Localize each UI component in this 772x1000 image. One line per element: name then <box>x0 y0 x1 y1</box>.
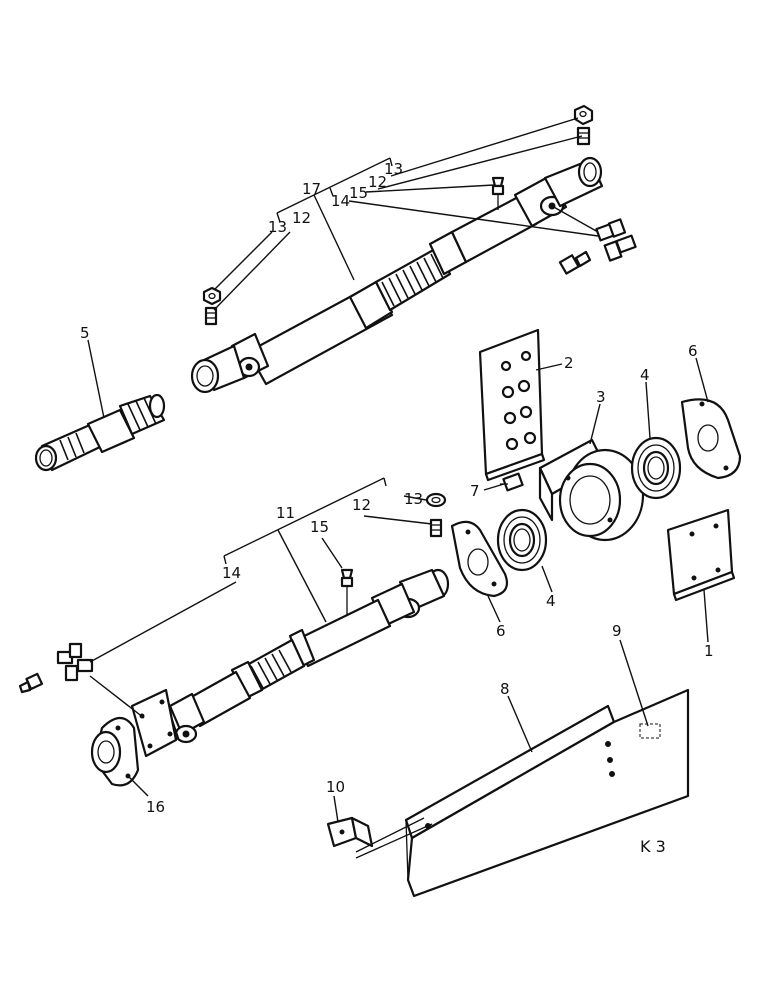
leader-lines <box>87 117 709 823</box>
callout-13-left: 13 <box>268 218 287 236</box>
companion-flange-16 <box>90 716 140 787</box>
callout-12-upper: 12 <box>368 173 387 191</box>
shaft-guard-8 <box>404 688 690 898</box>
mounting-plate-1 <box>666 508 736 602</box>
bearing-plate-2 <box>478 328 546 482</box>
lower-grease-nipple-15 <box>340 568 354 616</box>
callout-5: 5 <box>80 324 90 342</box>
callout-4-lower: 4 <box>546 592 556 610</box>
callout-13-lower: 13 <box>404 490 423 508</box>
callout-labels: 17 13 12 15 14 13 12 5 2 3 4 6 7 13 12 1… <box>80 160 714 856</box>
callout-3: 3 <box>596 388 606 406</box>
ball-bearing-4-upper <box>630 436 682 500</box>
left-nut-13 <box>202 286 222 306</box>
callout-7: 7 <box>470 482 480 500</box>
retaining-flange-6-upper <box>680 398 742 480</box>
callout-11: 11 <box>276 504 295 522</box>
callout-6-lower: 6 <box>496 622 506 640</box>
upper-universal-cross-14 <box>595 218 637 262</box>
retaining-flange-6-lower <box>450 520 509 598</box>
callout-15-upper: 15 <box>349 184 368 202</box>
splined-stub-shaft-5 <box>34 393 166 472</box>
upper-drive-shaft <box>190 104 637 394</box>
lower-nut-13 <box>425 492 447 508</box>
callout-15-lower: 15 <box>310 518 329 536</box>
upper-grease-nipple <box>491 176 505 210</box>
guard-bracket-10 <box>326 816 433 859</box>
callout-14-upper: 14 <box>331 192 350 210</box>
callout-14-lower: 14 <box>222 564 241 582</box>
callout-17: 17 <box>302 180 321 198</box>
upper-loose-nipple-15 <box>558 250 592 275</box>
upper-nut-13 <box>573 104 594 126</box>
upper-shaft-splines <box>381 253 444 307</box>
lower-universal-cross-14 <box>56 642 94 682</box>
upper-bolt-12 <box>576 126 591 146</box>
callout-4-upper: 4 <box>640 366 650 384</box>
callout-13-upper: 13 <box>384 160 403 178</box>
lower-bolt-12 <box>429 518 443 538</box>
callout-16: 16 <box>146 798 165 816</box>
callout-12-lower: 12 <box>352 496 371 514</box>
housing-grease-nipple-7 <box>500 472 524 492</box>
callout-9: 9 <box>612 622 622 640</box>
callout-6-upper: 6 <box>688 342 698 360</box>
guard-decal-9 <box>639 723 661 739</box>
callout-10: 10 <box>326 778 345 796</box>
callout-2: 2 <box>564 354 574 372</box>
left-bolt-12 <box>204 306 218 326</box>
lower-drive-shaft <box>18 492 450 758</box>
lower-loose-nipple <box>18 672 44 694</box>
callout-8: 8 <box>500 680 510 698</box>
upper-shaft-splined-bore <box>190 358 220 394</box>
sheet-code: K 3 <box>640 837 666 856</box>
callout-1: 1 <box>704 642 714 660</box>
bearing-housing-3 <box>538 438 645 542</box>
callout-12-left: 12 <box>292 209 311 227</box>
ball-bearing-4-lower <box>496 508 548 572</box>
